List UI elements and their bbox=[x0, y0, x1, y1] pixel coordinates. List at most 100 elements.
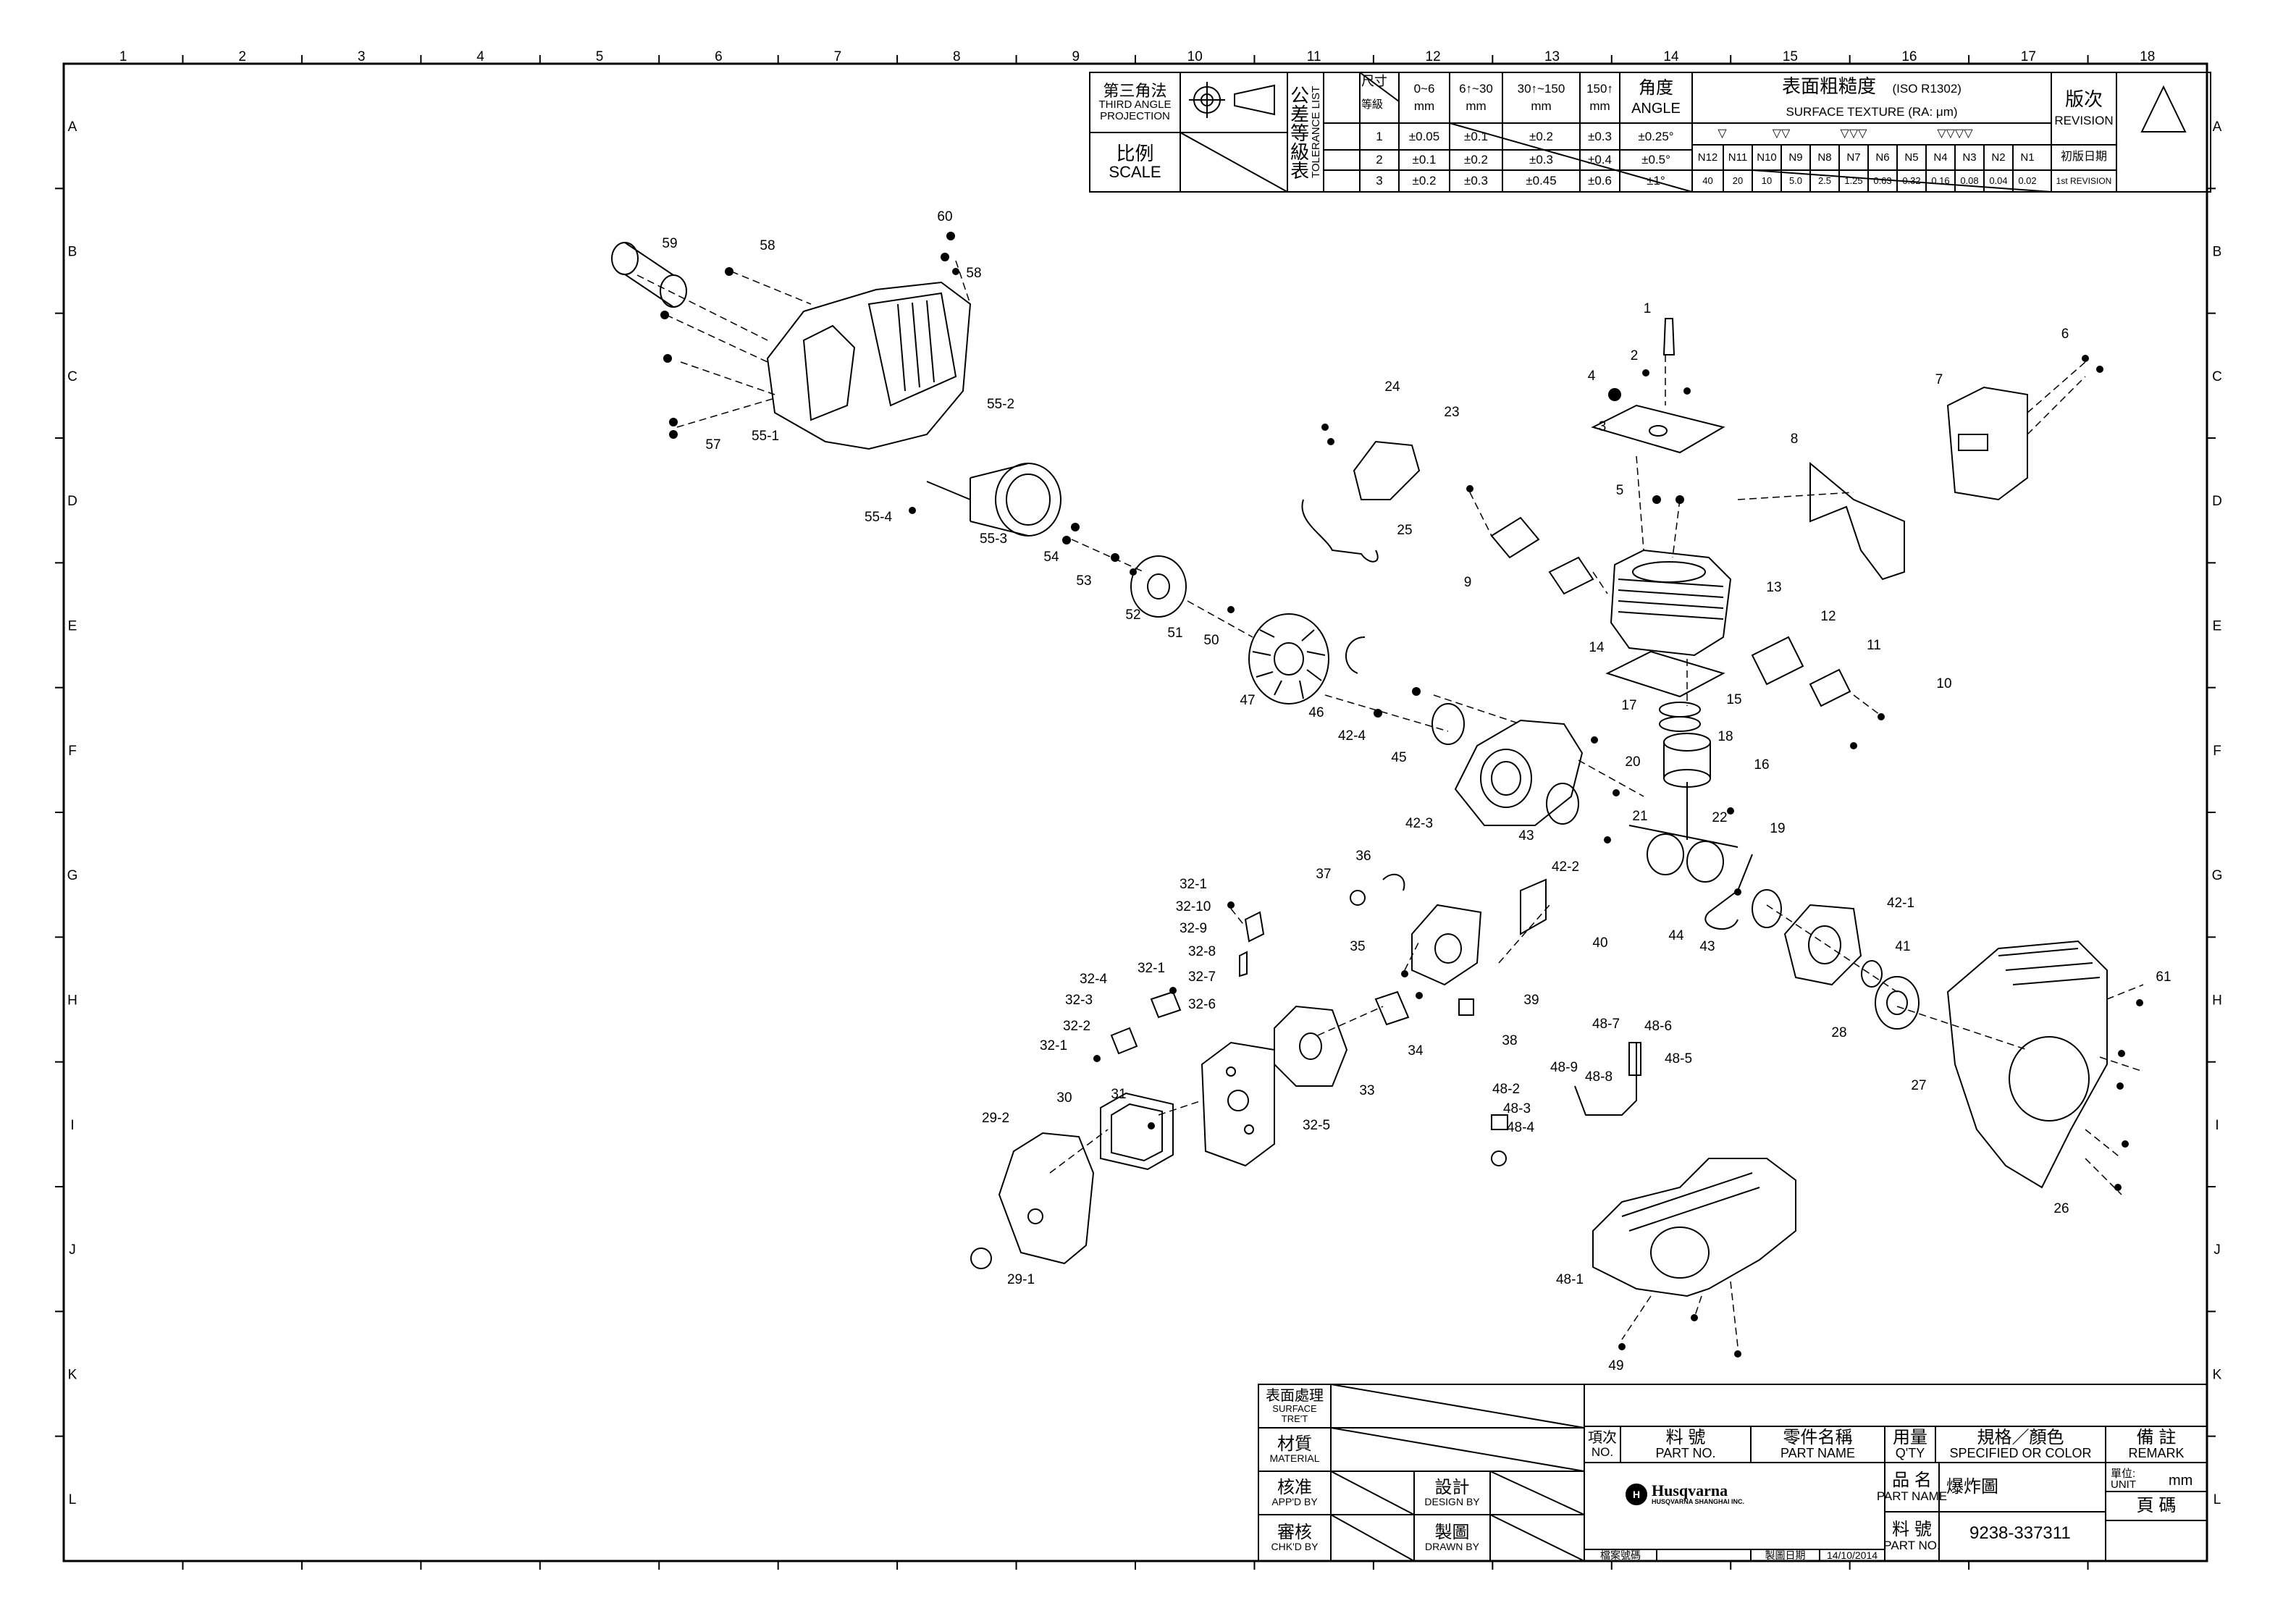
pno-cn: 料 號 bbox=[1892, 1520, 1932, 1540]
part-label-10: 10 bbox=[1936, 676, 1951, 691]
col-head-bottom: mm bbox=[1589, 99, 1610, 113]
row-label: E bbox=[68, 619, 77, 634]
header-table-lines bbox=[1089, 72, 2211, 193]
part-40-plate bbox=[1520, 878, 1547, 935]
part-label-52: 52 bbox=[1125, 607, 1140, 623]
part-43-bearing-right bbox=[1752, 889, 1782, 928]
part-label-29-1: 29-1 bbox=[1007, 1272, 1035, 1287]
column-label: 18 bbox=[2140, 49, 2155, 64]
tolerance-value: ±0.25° bbox=[1638, 129, 1674, 143]
surface-grade: N12 bbox=[1697, 151, 1718, 164]
part-label-46: 46 bbox=[1308, 705, 1324, 720]
projection-en-2: PROJECTION bbox=[1100, 110, 1170, 123]
surface-grade-value: 40 bbox=[1702, 175, 1713, 187]
date-value: 14/10/2014 bbox=[1826, 1549, 1878, 1561]
row-label: D bbox=[2212, 494, 2222, 509]
tolerance-value: ±0.1 bbox=[1412, 153, 1437, 167]
part-label-28: 28 bbox=[1831, 1025, 1846, 1040]
company-name: Husqvarna bbox=[1652, 1481, 1728, 1499]
part-label-48-4: 48-4 bbox=[1507, 1120, 1534, 1135]
part-label-32-1: 32-1 bbox=[1040, 1038, 1067, 1053]
part-label-34: 34 bbox=[1408, 1043, 1424, 1059]
part-label-9: 9 bbox=[1464, 575, 1472, 590]
unit-cell: 單位: UNIT bbox=[2111, 1468, 2136, 1490]
part-label-32-5: 32-5 bbox=[1303, 1118, 1330, 1133]
row-label: F bbox=[2213, 744, 2221, 759]
part-3-plate bbox=[1591, 404, 1725, 454]
pno-value: 9238-337311 bbox=[1969, 1523, 2071, 1543]
column-label: 14 bbox=[1663, 49, 1679, 64]
remark-en: REMARK bbox=[2128, 1446, 2185, 1461]
part-label-55-2: 55-2 bbox=[987, 397, 1014, 412]
part-label-21: 21 bbox=[1632, 809, 1647, 824]
tolerance-value: ±0.3 bbox=[1464, 174, 1488, 188]
part-label-43: 43 bbox=[1699, 939, 1715, 954]
part-42-1-crankcase bbox=[1783, 904, 1862, 986]
part-label-48-8: 48-8 bbox=[1585, 1069, 1613, 1085]
scale-cell: 比例 SCALE bbox=[1090, 132, 1180, 192]
surface-title: 表面粗糙度 (ISO R1302) bbox=[1692, 72, 2051, 101]
part-48-9-hose bbox=[1574, 1043, 1637, 1116]
part-label-13: 13 bbox=[1766, 580, 1781, 595]
col-head-top: 6↑~30 bbox=[1459, 82, 1493, 96]
row-label: C bbox=[67, 369, 77, 384]
part-label-32-10: 32-10 bbox=[1176, 899, 1211, 914]
row-label: C bbox=[2212, 369, 2222, 384]
row-label: A bbox=[68, 119, 77, 135]
title-block-lines bbox=[1258, 1384, 2208, 1562]
surface-grade-value: 5.0 bbox=[1788, 175, 1803, 187]
tolerance-cn: 公差等級表 bbox=[1287, 85, 1310, 180]
part-label-48-1: 48-1 bbox=[1556, 1272, 1584, 1287]
surface-iso: (ISO R1302) bbox=[1892, 82, 1962, 96]
column-label: 8 bbox=[953, 49, 961, 64]
part-label-30: 30 bbox=[1056, 1090, 1072, 1106]
row-label: B bbox=[2213, 245, 2222, 260]
part-39-intake bbox=[1411, 904, 1482, 986]
tolerance-value: ±0.2 bbox=[1412, 174, 1437, 188]
part-22-crankshaft bbox=[1628, 782, 1738, 883]
part-28-pulley bbox=[1875, 976, 1920, 1030]
part-48-1-fuel-tank bbox=[1592, 1158, 1796, 1297]
spec-cn: 規格／顏色 bbox=[1977, 1427, 2064, 1447]
unit-en: UNIT bbox=[2111, 1478, 2136, 1491]
tolerance-value: ±0.6 bbox=[1588, 174, 1612, 188]
part-13-cylinder bbox=[1610, 549, 1732, 657]
surface-symbol-icon: ▽ bbox=[1717, 127, 1727, 140]
surface-grade: N10 bbox=[1757, 151, 1777, 164]
col-head-top: 30↑~150 bbox=[1517, 82, 1565, 96]
outer-border bbox=[62, 62, 2208, 1562]
drawn-en: DRAWN BY bbox=[1425, 1541, 1479, 1553]
partname-cell: 零件名稱 PART NAME bbox=[1751, 1426, 1885, 1463]
tolerance-value: ±0.2 bbox=[1464, 153, 1488, 167]
tolerance-value: ±0.45 bbox=[1526, 174, 1557, 188]
part-55-3-drum bbox=[926, 463, 1061, 537]
revision-triangle-icon bbox=[2140, 85, 2187, 132]
column-label: 7 bbox=[834, 49, 842, 64]
surface-grade-value: 0.04 bbox=[1989, 175, 2008, 187]
col-head-bottom: mm bbox=[1466, 99, 1487, 113]
column-label: 6 bbox=[715, 49, 723, 64]
row-label: L bbox=[69, 1492, 77, 1507]
part-label-42-4: 42-4 bbox=[1338, 728, 1366, 744]
part-label-42-2: 42-2 bbox=[1552, 859, 1579, 875]
part-label-40: 40 bbox=[1592, 935, 1607, 951]
part-label-29-2: 29-2 bbox=[982, 1111, 1009, 1126]
row-label: K bbox=[2213, 1368, 2222, 1383]
row-label: G bbox=[67, 868, 78, 883]
row-label: F bbox=[68, 744, 77, 759]
column-label: 1 bbox=[119, 49, 127, 64]
column-label: 3 bbox=[358, 49, 366, 64]
part-label-32-4: 32-4 bbox=[1080, 972, 1107, 987]
part-42-3-crankcase bbox=[1454, 719, 1584, 826]
surface-trt-en-2: TRE'T bbox=[1281, 1413, 1308, 1424]
surface-grade: N7 bbox=[1846, 151, 1861, 164]
partname-cn: 零件名稱 bbox=[1783, 1427, 1853, 1447]
part-38-block bbox=[1458, 998, 1474, 1016]
part-label-18: 18 bbox=[1717, 729, 1733, 744]
part-label-5: 5 bbox=[1616, 483, 1624, 498]
spec-en: SPECIFIED OR COLOR bbox=[1949, 1446, 2092, 1461]
row-label: H bbox=[67, 993, 77, 1009]
